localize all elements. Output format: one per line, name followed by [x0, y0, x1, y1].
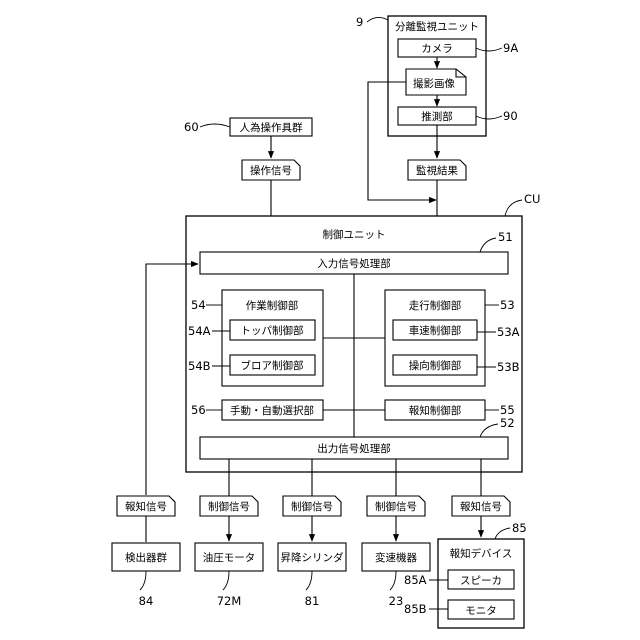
speed-ctrl-label: 車速制御部 — [409, 324, 462, 337]
ref-72M: 72M — [217, 594, 242, 608]
detectors-label: 検出器群 — [125, 551, 167, 564]
ref-85: 85 — [512, 521, 527, 535]
lift-cyl-label: 昇降シリンダ — [281, 551, 344, 564]
transmission-label: 変速機器 — [375, 551, 417, 564]
ref-84-leader — [140, 571, 146, 590]
notify-signal-left: 報知信号 — [117, 496, 175, 516]
captured-image-label: 撮影画像 — [413, 77, 455, 90]
manual-operation-tools: 人為操作具群 — [230, 118, 312, 136]
ref-53: 53 — [500, 298, 515, 312]
estimation-block: 推測部 — [398, 107, 476, 125]
ref-CU-leader — [505, 200, 522, 216]
ref-9-leader — [367, 17, 388, 22]
estimation-label: 推測部 — [421, 110, 453, 123]
ref-54: 54 — [191, 298, 206, 312]
operation-signal: 操作信号 — [242, 160, 300, 180]
notify-device-title: 報知デバイス — [450, 547, 513, 560]
ref-9A: 9A — [503, 41, 518, 55]
ref-90: 90 — [503, 109, 518, 123]
ref-60: 60 — [184, 120, 199, 134]
steering-control: 操向制御部 — [393, 355, 477, 375]
notify-signal-left-label: 報知信号 — [125, 500, 167, 513]
hopper-control: トッパ制御部 — [230, 320, 315, 340]
ref-81: 81 — [305, 594, 320, 608]
hyd-motor-label: 油圧モータ — [203, 551, 256, 564]
ref-52: 52 — [500, 416, 515, 430]
control-signal-1-label: 制御信号 — [208, 500, 250, 513]
ref-84: 84 — [139, 594, 154, 608]
input-signal-processing: 入力信号処理部 — [200, 252, 508, 274]
captured-image-document: 撮影画像 — [406, 69, 466, 95]
mode-select-label: 手動・自動選択部 — [230, 404, 314, 417]
ref-85B: 85B — [404, 602, 427, 616]
monitor: モニタ — [448, 600, 514, 619]
notify-signal-right: 報知信号 — [452, 496, 510, 516]
ref-53B: 53B — [497, 360, 520, 374]
operation-signal-label: 操作信号 — [250, 164, 292, 177]
hopper-ctrl-label: トッパ制御部 — [241, 324, 304, 337]
vehicle-speed-control: 車速制御部 — [393, 320, 477, 340]
control-signal-3: 制御信号 — [367, 496, 425, 516]
manual-tools-label: 人為操作具群 — [240, 121, 303, 134]
speaker: スピーカ — [448, 570, 514, 589]
monitor-result-label: 監視結果 — [416, 164, 458, 177]
output-proc-label: 出力信号処理部 — [317, 442, 391, 455]
ref-51: 51 — [498, 230, 513, 244]
control-unit-title: 制御ユニット — [323, 228, 386, 241]
speaker-label: スピーカ — [460, 575, 502, 587]
detector-group: 検出器群 — [112, 543, 180, 571]
ref-9: 9 — [356, 15, 363, 29]
camera-block: カメラ — [398, 39, 476, 57]
blower-control: ブロア制御部 — [230, 355, 315, 375]
ref-54A: 54A — [188, 324, 211, 338]
control-signal-2: 制御信号 — [283, 496, 341, 516]
control-signal-2-label: 制御信号 — [291, 500, 333, 513]
monitor-result-signal: 監視結果 — [408, 160, 466, 180]
work-ctrl-label: 作業制御部 — [246, 299, 299, 312]
ref-85A: 85A — [404, 573, 427, 587]
ref-CU: CU — [524, 192, 540, 206]
ref-81-leader — [306, 571, 312, 590]
lift-cylinder: 昇降シリンダ — [278, 543, 346, 571]
separate-unit-title: 分離監視ユニット — [395, 20, 479, 33]
manual-auto-selector: 手動・自動選択部 — [222, 400, 323, 420]
notify-signal-right-label: 報知信号 — [460, 500, 502, 513]
ref-56: 56 — [191, 403, 206, 417]
control-signal-1: 制御信号 — [200, 496, 258, 516]
transmission-device: 変速機器 — [362, 543, 430, 571]
ref-53A: 53A — [497, 325, 520, 339]
ref-55: 55 — [500, 403, 515, 417]
hydraulic-motor: 油圧モータ — [195, 543, 263, 571]
ref-72M-leader — [223, 571, 229, 590]
camera-label: カメラ — [421, 43, 453, 55]
ref-85-leader — [495, 528, 510, 539]
ref-23-leader — [390, 571, 396, 590]
ref-60-leader — [200, 124, 230, 127]
travel-ctrl-label: 走行制御部 — [409, 299, 462, 312]
steering-ctrl-label: 操向制御部 — [409, 359, 462, 372]
ref-23: 23 — [389, 594, 404, 608]
notify-ctrl-label: 報知制御部 — [409, 404, 462, 417]
ref-54B: 54B — [188, 359, 211, 373]
control-signal-3-label: 制御信号 — [375, 500, 417, 513]
monitor-label: モニタ — [465, 605, 497, 617]
output-signal-processing: 出力信号処理部 — [200, 437, 508, 459]
notification-control: 報知制御部 — [385, 400, 485, 420]
blower-ctrl-label: ブロア制御部 — [241, 359, 304, 372]
input-proc-label: 入力信号処理部 — [317, 257, 391, 270]
